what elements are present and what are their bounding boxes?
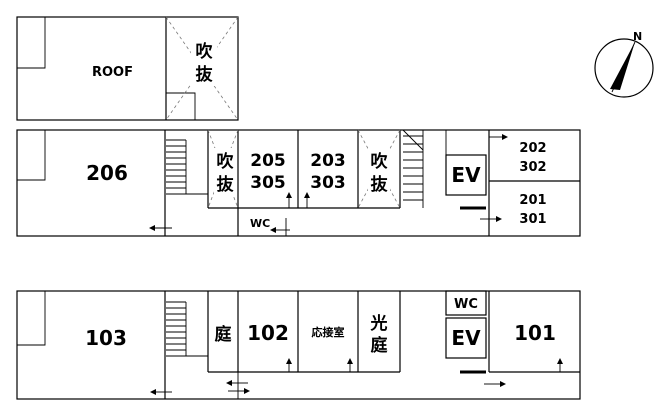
wc-label-upper: WC [250, 217, 270, 230]
room-101-label: 101 [514, 321, 556, 345]
room-102-label: 102 [247, 321, 289, 345]
compass-needle-icon [610, 42, 635, 90]
void-label-upper-2: 吹 [371, 151, 389, 172]
void-label-upper-1: 吹 [217, 151, 235, 172]
room-303-label: 303 [310, 173, 346, 193]
room-301-label: 301 [519, 212, 546, 227]
svg-text:抜: 抜 [371, 174, 389, 195]
north-compass: N [594, 30, 654, 98]
compass-circle [594, 38, 654, 98]
void-label-roof: 吹 [196, 41, 214, 62]
elevator-ground [445, 317, 487, 359]
stairs-left-ground [166, 301, 208, 357]
roof-floor: ROOF 吹 抜 [16, 16, 239, 121]
room-201-label: 201 [519, 193, 546, 208]
ev-label-upper: EV [451, 163, 481, 187]
svg-text:抜: 抜 [217, 174, 235, 195]
room-202-label: 202 [519, 141, 546, 156]
garden-label: 庭 [215, 324, 232, 345]
stairs-right-upper [402, 129, 424, 208]
stairs-left-upper [166, 139, 208, 195]
roof-label: ROOF [92, 65, 133, 80]
wc-room-ground [445, 290, 487, 316]
wc-label-ground: WC [454, 297, 478, 312]
elevator-upper [445, 154, 487, 196]
room-203-label: 203 [310, 151, 346, 171]
lightwell-label-1: 光 [370, 313, 388, 334]
roof-outline [16, 16, 239, 121]
ev-label-ground: EV [451, 326, 481, 350]
room-305-label: 305 [250, 173, 286, 193]
reception-room-label: 応接室 [312, 325, 345, 339]
upper-floor: 吹 抜 205 305 203 303 吹 抜 [16, 129, 581, 237]
room-103-label: 103 [85, 326, 127, 350]
room-205-label: 205 [250, 151, 286, 171]
room-206-label: 206 [86, 161, 128, 185]
lightwell-label-2: 庭 [371, 335, 388, 356]
ground-floor: 庭 102 応接室 光 庭 WC EV 101 103 [16, 290, 581, 400]
svg-text:抜: 抜 [196, 64, 214, 85]
compass-north-label: N [633, 30, 642, 43]
room-302-label: 302 [519, 160, 546, 175]
